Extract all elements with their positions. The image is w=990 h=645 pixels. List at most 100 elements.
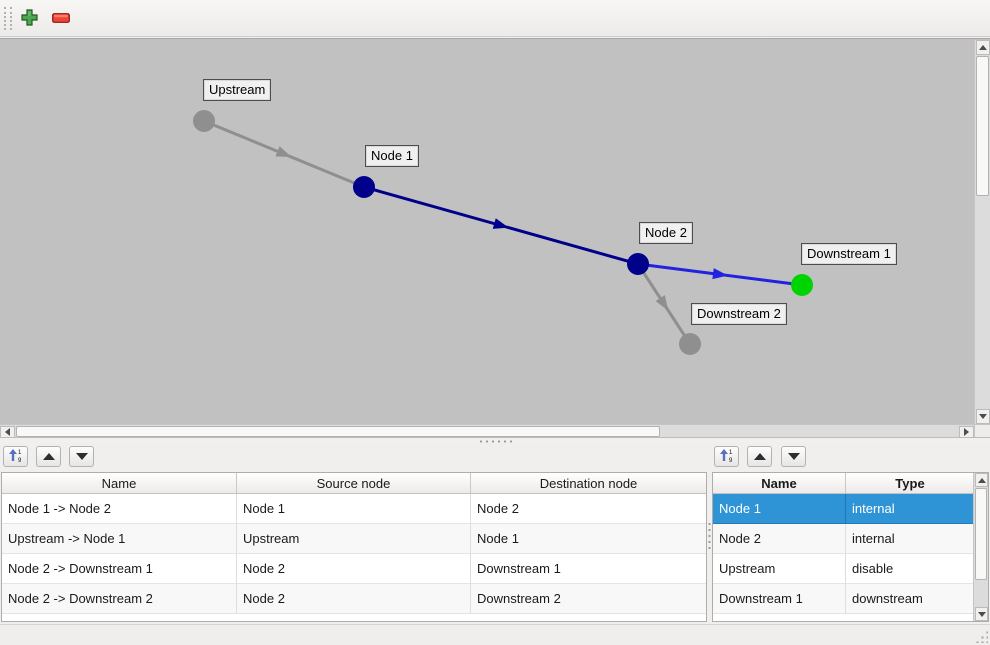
table-cell[interactable]: downstream xyxy=(846,584,974,614)
table-cell[interactable]: disable xyxy=(846,554,974,584)
horizontal-splitter[interactable] xyxy=(0,437,990,443)
horizontal-scrollbar-thumb[interactable] xyxy=(16,426,660,437)
vertical-splitter[interactable] xyxy=(707,443,712,624)
scroll-right-icon xyxy=(964,428,969,436)
sort-ascending-icon: 1 9 xyxy=(719,448,734,466)
svg-text:9: 9 xyxy=(18,458,22,463)
scroll-up-icon xyxy=(979,45,987,50)
scroll-up-icon xyxy=(977,477,986,483)
toolbar-grip-handle[interactable] xyxy=(4,7,12,30)
nodes-move-up-button[interactable] xyxy=(747,446,772,467)
edge-arrow-icon xyxy=(492,218,509,229)
table-cell[interactable]: internal xyxy=(846,524,974,554)
scroll-up-button[interactable] xyxy=(976,40,990,55)
window-resize-grip[interactable] xyxy=(974,629,988,643)
graph-node-downstream1[interactable] xyxy=(791,274,813,296)
splitter-grip-icon xyxy=(478,440,512,443)
graph-node-label-node1: Node 1 xyxy=(365,145,419,167)
edge-arrow-icon xyxy=(712,268,728,280)
scroll-down-icon xyxy=(977,611,986,617)
nodes-sort-button[interactable]: 1 9 xyxy=(714,446,739,467)
move-down-icon xyxy=(75,453,88,460)
column-header-source-node[interactable]: Source node xyxy=(237,473,471,493)
graph-node-label-node2: Node 2 xyxy=(639,222,693,244)
scroll-up-button[interactable] xyxy=(975,473,988,487)
table-cell[interactable]: Downstream 1 xyxy=(471,554,706,584)
column-header-destination-node[interactable]: Destination node xyxy=(539,475,638,491)
table-cell[interactable]: Node 1 xyxy=(237,494,471,524)
table-cell[interactable]: Upstream -> Node 1 xyxy=(2,524,237,554)
edges-table-header: Name Source node Destination node xyxy=(2,473,706,494)
table-cell[interactable]: Node 2 xyxy=(237,554,471,584)
add-button[interactable] xyxy=(16,7,42,30)
canvas-horizontal-scrollbar[interactable] xyxy=(0,424,974,438)
graph-node-upstream[interactable] xyxy=(193,110,215,132)
graph-node-node1[interactable] xyxy=(353,176,375,198)
graph-node-node2[interactable] xyxy=(627,253,649,275)
edges-move-up-button[interactable] xyxy=(36,446,61,467)
move-up-icon xyxy=(42,453,55,460)
svg-text:9: 9 xyxy=(729,458,733,463)
graph-node-downstream2[interactable] xyxy=(679,333,701,355)
graph-node-label-downstream1: Downstream 1 xyxy=(801,243,897,265)
main-toolbar xyxy=(0,0,990,37)
table-cell[interactable]: Downstream 1 xyxy=(713,584,846,614)
move-down-icon xyxy=(787,453,800,460)
table-cell[interactable]: Node 2 -> Downstream 2 xyxy=(2,584,237,614)
minus-icon xyxy=(52,11,70,26)
move-up-icon xyxy=(753,453,766,460)
canvas-vertical-scrollbar[interactable] xyxy=(974,40,990,424)
scroll-down-icon xyxy=(979,414,987,419)
edge-arrow-icon xyxy=(275,146,292,158)
table-cell[interactable]: internal xyxy=(846,494,974,524)
scrollbar-corner xyxy=(974,424,990,438)
svg-text:1: 1 xyxy=(18,450,22,456)
edges-move-down-button[interactable] xyxy=(69,446,94,467)
table-cell[interactable]: Node 2 xyxy=(237,584,471,614)
table-cell[interactable]: Upstream xyxy=(713,554,846,584)
column-header-name[interactable]: Name xyxy=(713,473,846,493)
splitter-grip-icon xyxy=(708,521,711,551)
edges-sort-button[interactable]: 1 9 xyxy=(3,446,28,467)
column-header-name[interactable]: Name xyxy=(2,473,237,493)
table-cell[interactable]: Node 2 -> Downstream 1 xyxy=(2,554,237,584)
remove-button[interactable] xyxy=(48,7,74,30)
nodes-move-down-button[interactable] xyxy=(781,446,806,467)
vertical-scrollbar-thumb[interactable] xyxy=(976,56,989,196)
edges-table: Name Source node Destination node Node 1… xyxy=(1,472,707,622)
scroll-left-icon xyxy=(5,428,10,436)
scroll-right-button[interactable] xyxy=(959,426,974,438)
vertical-scrollbar-thumb[interactable] xyxy=(975,488,987,580)
table-cell[interactable]: Node 1 xyxy=(713,494,846,524)
table-cell[interactable]: Node 2 xyxy=(471,494,706,524)
plus-icon xyxy=(20,8,38,29)
sort-ascending-icon: 1 9 xyxy=(8,448,23,466)
table-cell[interactable]: Node 1 xyxy=(471,524,706,554)
nodes-table-header: Name Type xyxy=(713,473,974,494)
table-cell[interactable]: Upstream xyxy=(237,524,471,554)
nodes-table-scrollbar[interactable] xyxy=(973,473,988,621)
scroll-down-button[interactable] xyxy=(976,409,990,424)
table-cell[interactable]: Node 2 xyxy=(713,524,846,554)
column-header-type[interactable]: Type xyxy=(895,475,925,491)
table-cell[interactable]: Downstream 2 xyxy=(471,584,706,614)
scroll-down-button[interactable] xyxy=(975,607,988,621)
table-cell[interactable]: Node 1 -> Node 2 xyxy=(2,494,237,524)
svg-text:1: 1 xyxy=(729,450,733,456)
graph-node-label-downstream2: Downstream 2 xyxy=(691,303,787,325)
graph-node-label-upstream: Upstream xyxy=(203,79,272,101)
